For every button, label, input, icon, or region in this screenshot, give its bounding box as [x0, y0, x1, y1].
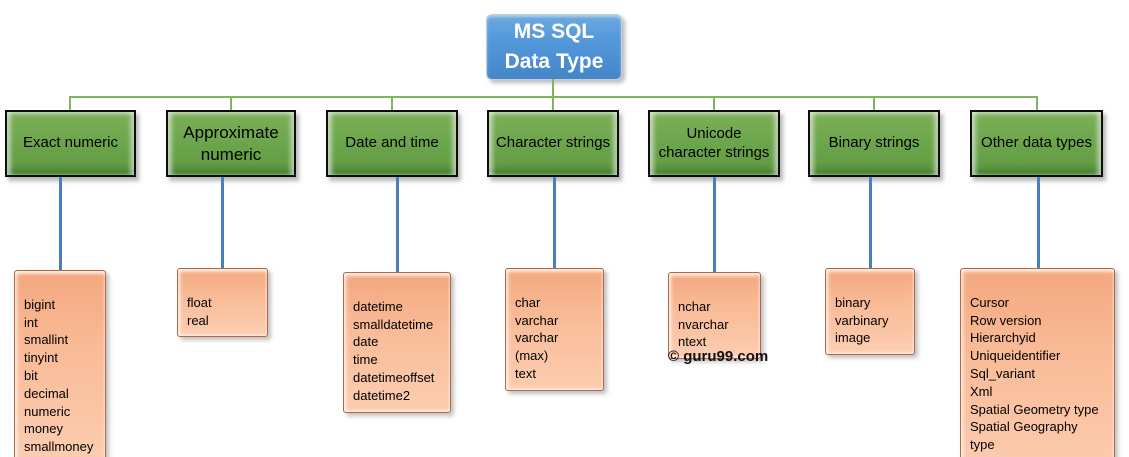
- root-node-ms-sql-data-type: MS SQL Data Type: [486, 14, 622, 80]
- category-label: Binary strings: [828, 134, 920, 152]
- items-text: nchar nvarchar ntext: [678, 298, 729, 350]
- items-box-unicode-character-strings: nchar nvarchar ntext: [668, 272, 761, 360]
- connector-root-drop: [552, 79, 554, 97]
- category-label: Approximate numeric: [183, 123, 279, 164]
- category-box-character-strings: Character strings: [487, 110, 619, 177]
- category-label: Character strings: [495, 134, 611, 152]
- guru99-watermark: © guru99.com: [668, 348, 769, 365]
- root-node-label: MS SQL Data Type: [504, 20, 604, 73]
- category-box-exact-numeric: Exact numeric: [5, 110, 136, 177]
- connector-binary-strings-to-items: [869, 177, 872, 269]
- category-label: Unicode character strings: [658, 124, 770, 161]
- connector-approximate-numeric-to-items: [221, 177, 224, 269]
- items-text: Cursor Row version Hierarchyid Uniqueide…: [970, 294, 1099, 457]
- items-box-date-and-time: datetime smalldatetime date time datetim…: [343, 272, 451, 413]
- category-label: Exact numeric: [22, 134, 119, 152]
- connector-character-strings-to-items: [553, 177, 556, 269]
- items-text: binary varbinary image: [835, 294, 889, 346]
- items-box-other-data-types: Cursor Row version Hierarchyid Uniqueide…: [960, 268, 1115, 457]
- items-box-character-strings: char varchar varchar (max) text: [505, 268, 604, 391]
- connector-drop-unicode-character-strings: [713, 96, 715, 111]
- items-box-exact-numeric: bigint int smallint tinyint bit decimal …: [14, 270, 106, 457]
- category-box-unicode-character-strings: Unicode character strings: [648, 110, 780, 177]
- items-box-binary-strings: binary varbinary image: [825, 268, 915, 356]
- category-box-date-and-time: Date and time: [326, 110, 458, 177]
- connector-drop-approximate-numeric: [230, 96, 232, 111]
- items-text: char varchar varchar (max) text: [515, 294, 559, 381]
- connector-unicode-character-strings-to-items: [713, 177, 716, 273]
- connector-drop-exact-numeric: [69, 96, 71, 111]
- items-box-approximate-numeric: float real: [177, 268, 268, 338]
- items-text: datetime smalldatetime date time datetim…: [353, 298, 435, 403]
- items-text: bigint int smallint tinyint bit decimal …: [24, 296, 94, 455]
- connector-exact-numeric-to-items: [59, 177, 62, 271]
- category-label: Other data types: [981, 134, 1092, 152]
- connector-drop-character-strings: [552, 96, 554, 111]
- connector-drop-other-data-types: [1036, 96, 1038, 111]
- category-box-binary-strings: Binary strings: [808, 110, 940, 177]
- connector-drop-date-and-time: [391, 96, 393, 111]
- category-box-other-data-types: Other data types: [970, 110, 1103, 177]
- connector-date-and-time-to-items: [396, 177, 399, 273]
- connector-other-data-types-to-items: [1037, 177, 1040, 269]
- items-text: float real: [187, 294, 212, 328]
- connector-drop-binary-strings: [873, 96, 875, 111]
- category-box-approximate-numeric: Approximate numeric: [166, 110, 296, 177]
- category-label: Date and time: [345, 134, 439, 152]
